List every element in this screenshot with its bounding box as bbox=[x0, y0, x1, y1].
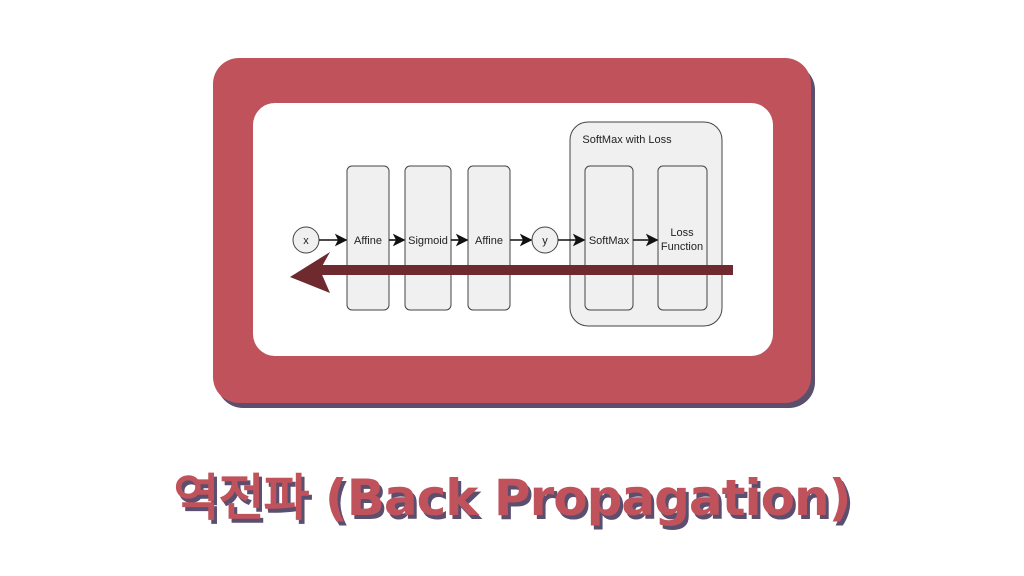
softmax-label: SoftMax bbox=[589, 235, 630, 247]
group-title: SoftMax with Loss bbox=[582, 134, 672, 146]
sigmoid-label: Sigmoid bbox=[408, 235, 448, 247]
output-label: y bbox=[542, 235, 548, 247]
backward-arrow bbox=[290, 252, 733, 293]
loss-label-line2: Function bbox=[661, 241, 703, 253]
affine-label-1: Affine bbox=[354, 235, 382, 247]
affine-label-2: Affine bbox=[475, 235, 503, 247]
page-title: 역전파 (Back Propagation) bbox=[173, 469, 852, 527]
input-label: x bbox=[303, 235, 309, 247]
loss-label-line1: Loss bbox=[670, 227, 694, 239]
